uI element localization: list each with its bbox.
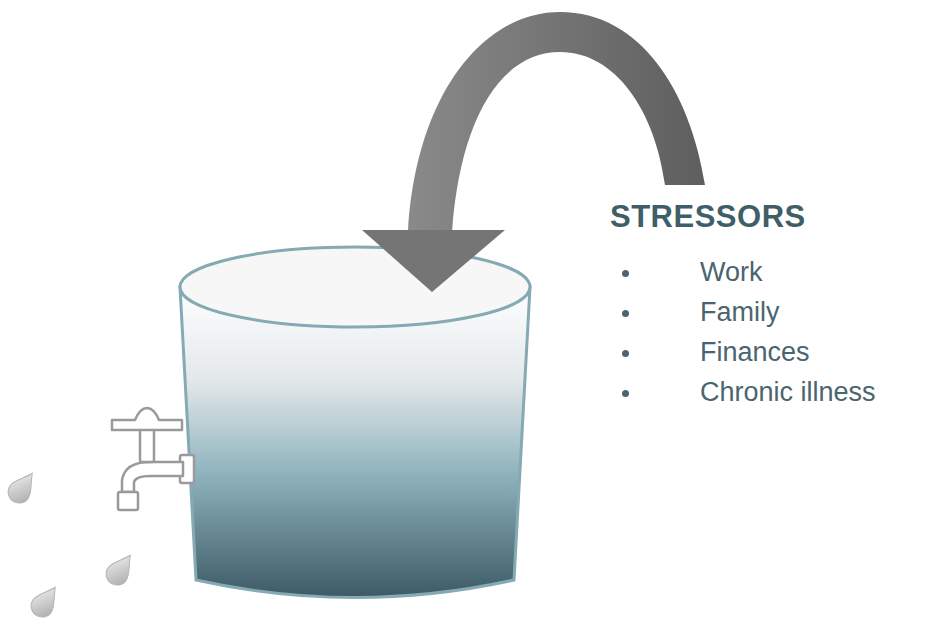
bullet-dot xyxy=(622,390,629,397)
arrow-head xyxy=(362,230,505,292)
stressor-item: Finances xyxy=(700,338,810,368)
stressor-item: Chronic illness xyxy=(700,378,876,408)
bullet-dot xyxy=(622,350,629,357)
list-heading: STRESSORS xyxy=(610,200,806,234)
bullet-dot xyxy=(622,270,629,277)
tap xyxy=(112,408,194,510)
bullet-dot xyxy=(622,310,629,317)
curved-arrow xyxy=(408,12,705,232)
bucket-body xyxy=(180,287,530,598)
water-drops xyxy=(4,467,140,621)
bucket-rim xyxy=(180,247,530,327)
stressor-item: Family xyxy=(700,298,780,328)
stressor-item: Work xyxy=(700,258,763,288)
